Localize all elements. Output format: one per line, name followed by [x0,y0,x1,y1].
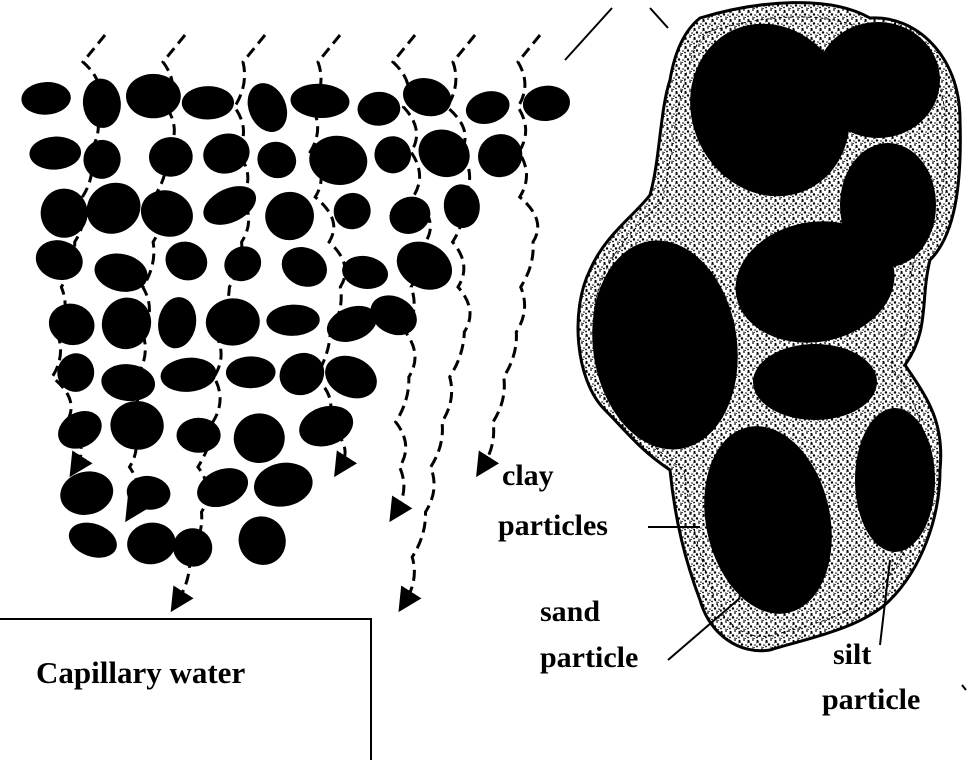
soil-grain [44,298,100,351]
edge-mark [962,685,966,690]
sand-label-line2: particle [540,640,638,676]
soil-grain [20,81,71,116]
soil-grain [169,524,217,571]
silt-particle [855,408,935,552]
silt-label-line1: silt [833,637,871,673]
soil-grain [266,304,320,337]
soil-grain [99,362,156,404]
soil-grain [231,410,288,466]
soil-grain [78,173,150,243]
soil-grain [159,355,218,394]
soil-grain [231,509,294,573]
soil-grain [199,128,255,179]
zoom-leader-line [565,8,612,60]
soil-grain [154,294,199,351]
soil-grain [226,356,276,389]
soil-grain [29,135,82,171]
clay-label-line2: particles [498,508,608,544]
soil-grain [197,178,262,232]
soil-grain [251,458,317,511]
aggregate-magnified [578,0,960,651]
silt-label-line2: particle [822,682,920,718]
soil-grain [125,520,178,567]
sand-label-line1: sand [540,594,600,630]
soil-grain [388,232,460,299]
soil-grain [204,297,261,347]
soil-grains-group [20,72,571,572]
clay-label-line1: clay [502,458,554,494]
soil-grain [462,86,513,129]
soil-grain [31,235,87,285]
soil-grain [294,399,358,453]
soil-grain [370,132,416,178]
soil-grain [81,77,123,130]
soil-grain [340,252,391,292]
soil-grain [357,91,402,127]
soil-grain [252,136,302,184]
soil-grain [258,185,321,248]
soil-grain [182,86,235,120]
soil-grain [64,516,122,564]
soil-grain [91,248,152,297]
soil-grain [272,345,332,403]
sand-particle [816,22,940,138]
soil-grain [134,182,200,244]
soil-grain [159,235,213,287]
soil-grain [521,83,572,123]
silt-particle [753,344,877,420]
soil-grain [95,291,159,356]
soil-grain [471,127,529,184]
zoom-leader-line [650,8,668,28]
caption: Capillary water [36,655,245,691]
soil-grain [81,137,124,181]
soil-grain [240,77,294,138]
soil-grain [328,187,377,236]
soil-grain [125,473,173,512]
soil-grain [56,466,118,520]
soil-grain [275,240,333,294]
